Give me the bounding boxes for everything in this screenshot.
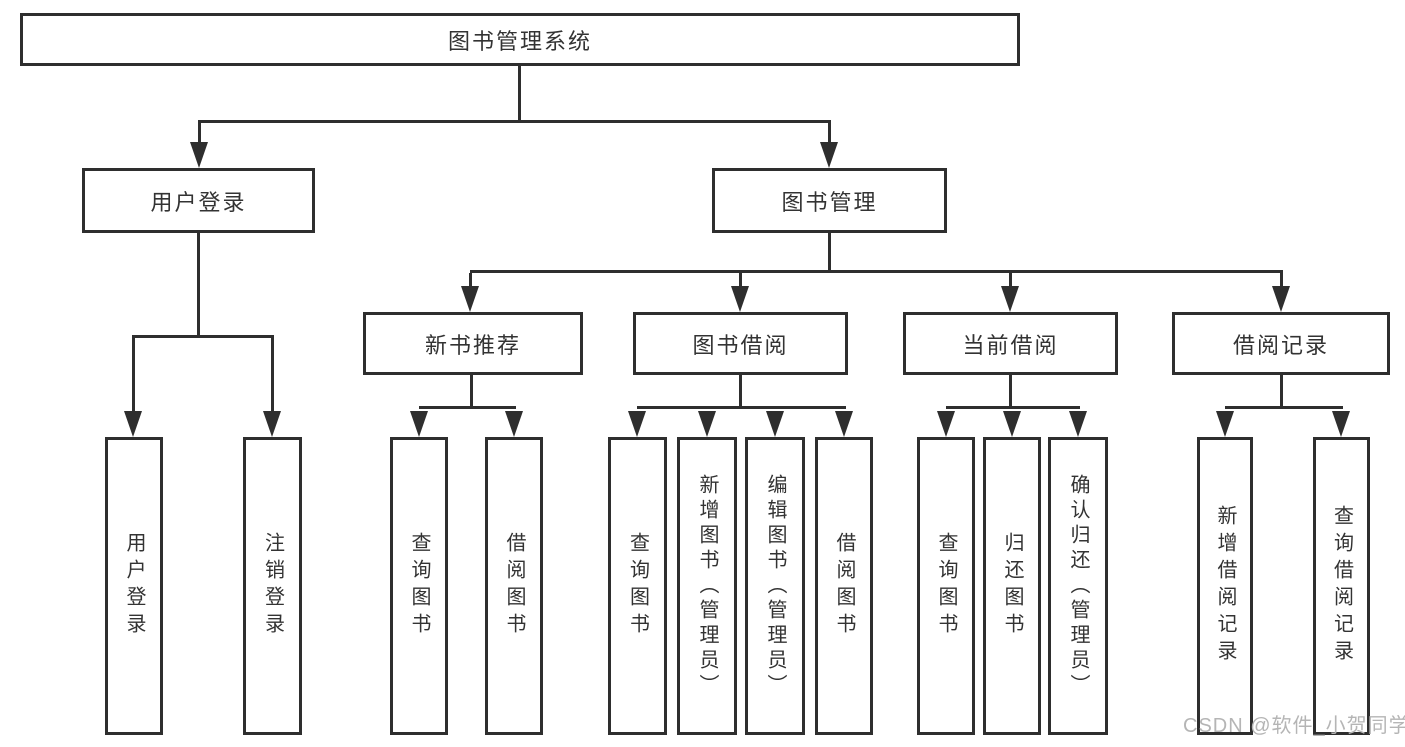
connector-line [470, 270, 1283, 273]
node-leaf-borrow-book-1: 借阅图书 [485, 437, 543, 735]
arrow-down-icon [1272, 286, 1290, 312]
csdn-watermark: CSDN @软件_小贺同学 [1183, 715, 1405, 737]
connector-line [1280, 375, 1283, 408]
connector-line [198, 123, 201, 144]
connector-line [1009, 273, 1012, 289]
arrow-down-icon [766, 411, 784, 437]
connector-line [419, 406, 516, 409]
arrow-down-icon [835, 411, 853, 437]
connector-line [946, 406, 1080, 409]
arrow-down-icon [628, 411, 646, 437]
arrow-down-icon [731, 286, 749, 312]
node-leaf-edit-book-admin: 编辑图书（管理员） [745, 437, 805, 735]
node-leaf-confirm-return-admin: 确认归还（管理员） [1048, 437, 1108, 735]
connector-line [470, 375, 473, 408]
node-current-borrow: 当前借阅 [903, 312, 1118, 375]
node-leaf-user-login: 用户登录 [105, 437, 163, 735]
arrow-down-icon [1003, 411, 1021, 437]
connector-line [828, 233, 831, 272]
node-leaf-query-borrow-record: 查询借阅记录 [1313, 437, 1370, 735]
arrow-down-icon [698, 411, 716, 437]
connector-line [1225, 406, 1343, 409]
node-leaf-return-book: 归还图书 [983, 437, 1041, 735]
arrow-down-icon [263, 411, 281, 437]
node-book-borrow: 图书借阅 [633, 312, 848, 375]
connector-line [1009, 375, 1012, 408]
connector-line [1280, 273, 1283, 289]
node-borrow-record: 借阅记录 [1172, 312, 1390, 375]
arrow-down-icon [505, 411, 523, 437]
arrow-down-icon [124, 411, 142, 437]
arrow-down-icon [1001, 286, 1019, 312]
connector-line [518, 66, 521, 123]
connector-line [271, 338, 274, 412]
connector-line [637, 406, 846, 409]
connector-line [739, 273, 742, 289]
node-new-book-recommend: 新书推荐 [363, 312, 583, 375]
node-leaf-add-borrow-record: 新增借阅记录 [1197, 437, 1253, 735]
connector-line [132, 338, 135, 412]
node-leaf-query-book-2: 查询图书 [608, 437, 667, 735]
node-user-login: 用户登录 [82, 168, 315, 233]
node-library-management-system: 图书管理系统 [20, 13, 1020, 66]
node-leaf-logout: 注销登录 [243, 437, 302, 735]
connector-line [469, 273, 472, 289]
arrow-down-icon [820, 142, 838, 168]
node-leaf-borrow-book-2: 借阅图书 [815, 437, 873, 735]
arrow-down-icon [1332, 411, 1350, 437]
connector-line [132, 335, 274, 338]
node-book-management: 图书管理 [712, 168, 947, 233]
arrow-down-icon [1216, 411, 1234, 437]
node-leaf-add-book-admin: 新增图书（管理员） [677, 437, 737, 735]
connector-line [828, 123, 831, 144]
connector-line [198, 120, 831, 123]
arrow-down-icon [937, 411, 955, 437]
node-leaf-query-book-1: 查询图书 [390, 437, 448, 735]
connector-line [739, 375, 742, 408]
arrow-down-icon [1069, 411, 1087, 437]
connector-line [197, 233, 200, 337]
arrow-down-icon [190, 142, 208, 168]
arrow-down-icon [410, 411, 428, 437]
node-leaf-query-book-3: 查询图书 [917, 437, 975, 735]
arrow-down-icon [461, 286, 479, 312]
